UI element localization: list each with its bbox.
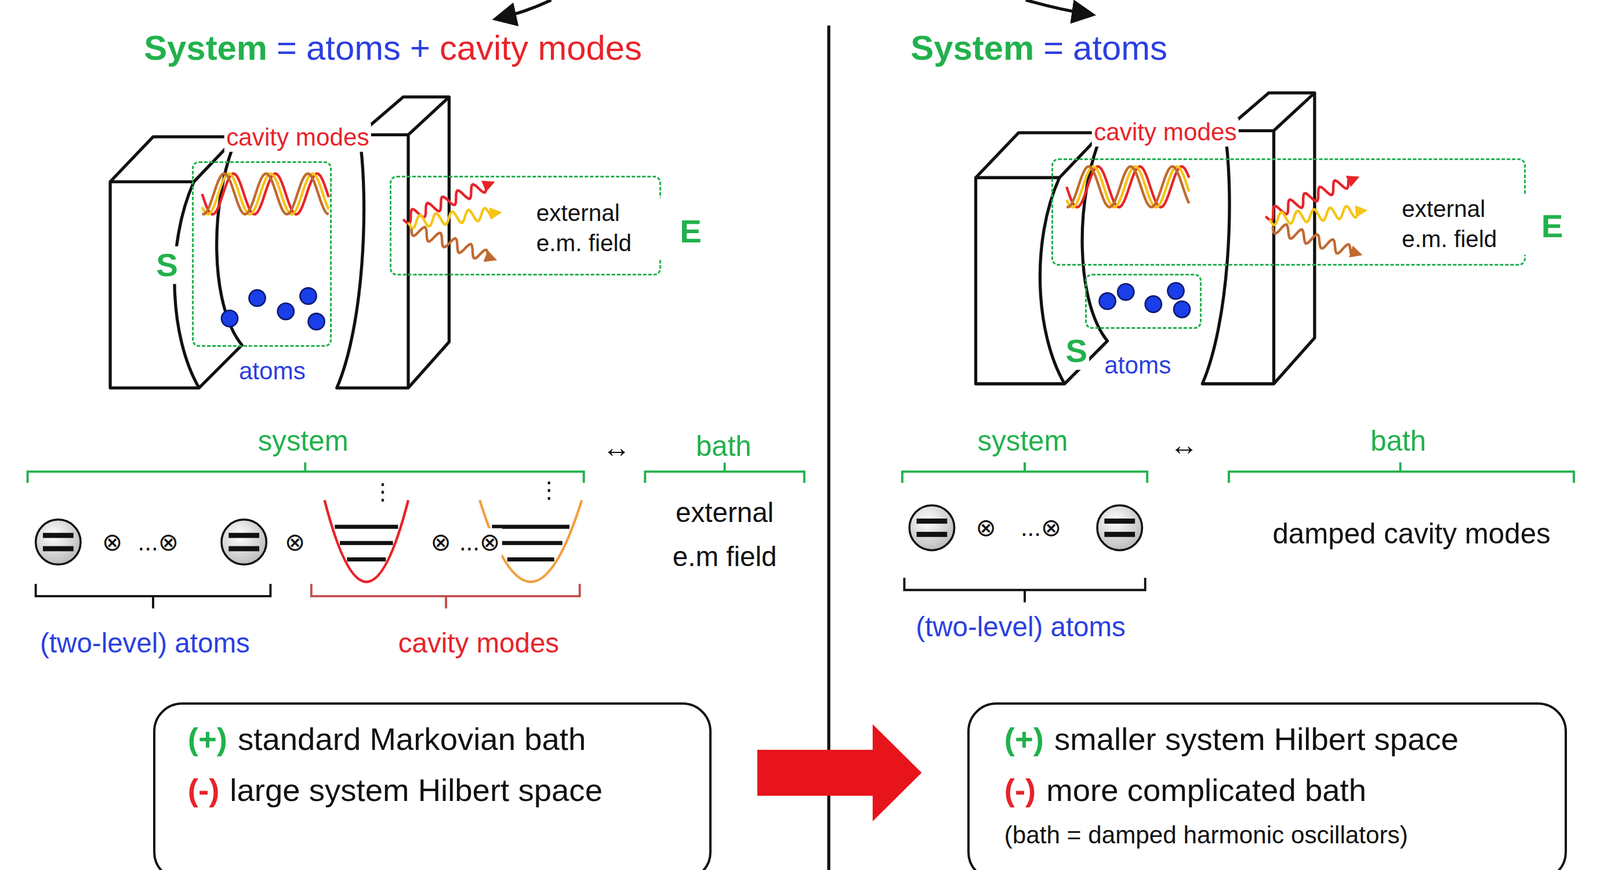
field-waves: [201, 166, 1368, 263]
field-arrowhead: [1348, 245, 1363, 258]
field-arrowhead: [489, 207, 503, 220]
text-label: system: [256, 424, 351, 458]
text-label: bath: [1368, 424, 1428, 458]
cavity-wave: [1066, 166, 1189, 208]
text-label: E: [677, 212, 704, 251]
two-level-atom: [909, 505, 954, 550]
text-label: external e.m. field: [1399, 193, 1531, 255]
text-label: external e.m. field: [534, 197, 666, 259]
text-line: (+)standard Markovian bath: [186, 720, 589, 758]
text-label: (-): [1002, 771, 1039, 809]
text-label: ⋮: [369, 481, 397, 503]
text-line: (bath = damped harmonic oscillators): [1002, 821, 1410, 850]
harmonic-oscillator: [324, 499, 409, 582]
two-level-atom: [35, 519, 81, 565]
text-label: (+): [1002, 720, 1046, 758]
atom-dots: [221, 283, 1190, 330]
dashed-region: cavity modesSatoms: [191, 161, 332, 347]
dashed-region: Satoms: [1085, 273, 1202, 329]
field-arrowhead: [1354, 205, 1368, 218]
text-label: System: [908, 27, 1036, 68]
field-wave: [411, 227, 488, 259]
block-arrow: [757, 724, 922, 822]
brackets: [27, 462, 1574, 609]
text-line: (-)more complicated bath: [1002, 771, 1369, 809]
text-label: large system Hilbert space: [227, 771, 605, 809]
text-label: atoms: [1102, 350, 1173, 380]
text-label: ...⊗: [457, 527, 503, 557]
text-label: atoms: [304, 27, 403, 68]
text-label: (bath = damped harmonic oscillators): [1002, 821, 1410, 850]
text-label: ↔: [1167, 428, 1200, 462]
text-label: external e.m field: [651, 490, 798, 579]
text-label: (+): [186, 720, 230, 758]
text-label: cavity modes: [437, 27, 644, 68]
title-row: System=atoms+cavity modes: [142, 27, 644, 68]
summary-box: (+)smaller system Hilbert space (-)more c…: [967, 702, 1567, 870]
text-label: S: [1064, 332, 1090, 370]
cavity-wave: [201, 173, 329, 214]
text-label: ⊗: [100, 527, 125, 557]
text-label: (two-level) atoms: [38, 626, 252, 659]
cavity-wave: [201, 173, 329, 214]
pointer-arrow: [498, 0, 552, 19]
text-label: ⊗: [283, 527, 307, 557]
text-label: ⊗: [973, 513, 998, 543]
cavity-wave: [1066, 166, 1189, 208]
text-label: system: [976, 424, 1070, 458]
field-arrowhead: [481, 180, 496, 193]
two-level-atom: [221, 519, 267, 565]
text-label: (two-level) atoms: [913, 610, 1128, 643]
field-wave: [1272, 224, 1352, 255]
text-label: cavity modes: [1091, 118, 1239, 147]
text-line: (+)smaller system Hilbert space: [1002, 720, 1461, 758]
text-label: E: [1539, 207, 1566, 246]
text-label: S: [154, 246, 180, 285]
field-arrowhead: [1345, 175, 1360, 187]
text-label: ⊗: [429, 527, 453, 557]
text-label: ...⊗: [1018, 513, 1064, 543]
text-label: cavity modes: [224, 123, 371, 152]
text-label: smaller system Hilbert space: [1052, 720, 1461, 758]
text-label: cavity modes: [396, 626, 561, 659]
field-wave: [408, 208, 493, 228]
cavity-wave: [201, 173, 329, 214]
field-arrowhead: [483, 250, 497, 263]
cavity-mirrors: [976, 92, 1315, 384]
text-label: ...⊗: [136, 527, 181, 557]
text-label: (-): [186, 771, 222, 809]
text-line: (-)large system Hilbert space: [186, 771, 605, 809]
text-label: System: [142, 27, 270, 68]
summary-box: (+)standard Markovian bath (-)large syste…: [153, 702, 712, 870]
text-label: damped cavity modes: [1270, 517, 1552, 551]
dashed-region: cavity modesexternal e.m. fieldE: [1051, 158, 1526, 266]
cavity-mirrors: [110, 96, 449, 388]
text-label: bath: [694, 429, 754, 463]
cavity-wave: [1066, 166, 1189, 208]
text-label: ⋮: [536, 479, 563, 500]
text-label: atoms: [1071, 27, 1170, 68]
dashed-region: external e.m. fieldE: [389, 175, 662, 276]
text-label: standard Markovian bath: [236, 720, 588, 758]
text-label: =: [274, 27, 299, 68]
divider: [826, 25, 830, 870]
text-label: =: [1041, 27, 1066, 68]
field-wave: [1269, 206, 1358, 226]
two-level-atom: [1097, 505, 1142, 550]
text-label: ↔: [600, 430, 633, 464]
text-label: +: [408, 27, 433, 68]
pointer-arrow: [1025, 0, 1091, 15]
text-label: more complicated bath: [1044, 771, 1369, 809]
title-row: System=atoms: [908, 27, 1170, 68]
text-label: atoms: [237, 357, 308, 386]
